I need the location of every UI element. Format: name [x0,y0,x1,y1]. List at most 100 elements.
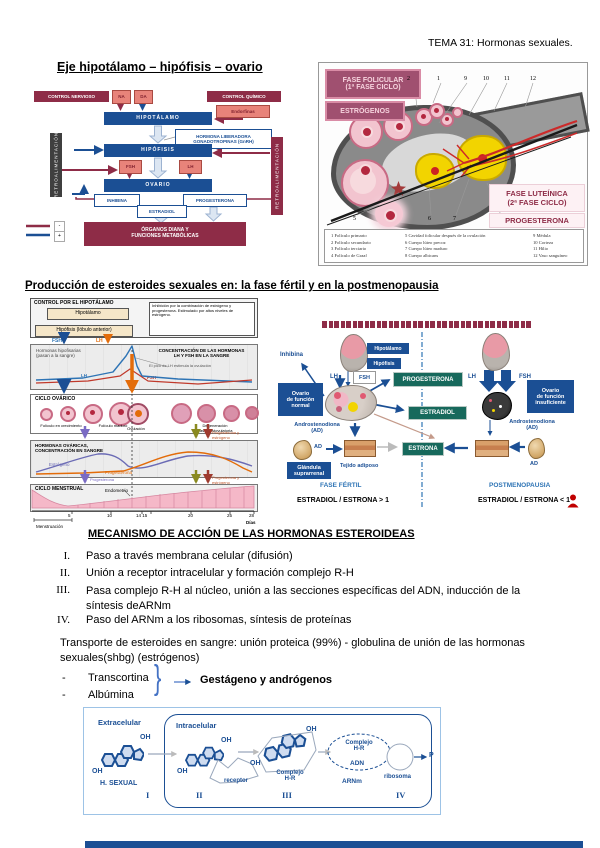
adrenal-gland-left [293,440,312,460]
glandula-suprarrenal-box: Glándula suprarrenal [287,462,331,479]
bullet-dash: - [62,672,66,684]
retroalimentacion-right: RETROALIMENTACIÓN [271,137,283,215]
comparison-figure: Inhibina Hipotálamo Hipófisis LH FSH PRO… [256,316,588,514]
progesterona-green-box: PROGESTERONA [393,372,463,387]
fsh-box-comp: FSH [353,371,376,384]
roman-numeral: III. [56,584,70,596]
step-arrow [238,749,260,755]
axis-flowchart: CONTROL NERVIOSO NA DA CONTROL QUÍMICO E… [20,86,300,260]
transport-paragraph-line1: Transporte de esteroides en sangre: unió… [60,637,525,649]
inhibition-note: Inhibición por la combinación de estróge… [149,302,255,336]
section-title-mecanismo: MECANISMO DE ACCIÓN DE LAS HORMONAS ESTE… [88,528,415,540]
fsh-arrow-label: FSH [52,338,62,344]
complejo-hr-nucleus: Complejo H-R [345,740,373,752]
ovary-num: 12 [530,76,536,82]
ovulated-follicle [375,201,403,227]
ciclo-menstrual-band: CICLO MENSTRUAL Endometrio [30,484,258,512]
brace-glyph: } [153,659,162,697]
section-title-produccion: Producción de esteroides sexuales en: la… [25,280,439,292]
degeneracion-label: Degeneración Fase postovulatoria [197,423,233,433]
mechanism-item: Pasa complejo R-H al núcleo, unión a las… [86,585,521,612]
adipose-tissue-left [344,440,376,457]
intracellular-compartment [164,714,432,808]
ovary-num: 10 [483,76,489,82]
hipofisis-box-comp: Hipófisis [367,358,401,369]
da-box: DA [134,90,153,104]
transport-paragraph-line2: sexuales(shbg) (estrógenos) [60,652,200,664]
progesterona-label-box: PROGESTERONA [489,213,585,228]
androstenodiona-left: Androstenodiona (AD) [294,422,340,434]
step-arrow [318,749,332,755]
control-hipotalamo-box: CONTROL POR EL HIPOTÁLAMO Hipotálamo Hip… [30,298,258,338]
organos-line1: ÓRGANOS DIANA Y [141,227,189,234]
bullet-albumina: Albúmina [88,689,134,701]
steroid-molecule-icon [184,746,224,767]
steroid-molecule-icon [100,745,144,767]
follicle-primordial [452,107,463,118]
ovary-num: 6 [428,216,431,222]
ovary-num: 9 [464,76,467,82]
organos-diana-box: ÓRGANOS DIANA Y FUNCIONES METABÓLICAS [84,222,246,246]
section-title-eje: Eje hipotálamo – hipófisis – ovario [57,60,263,74]
endorfinas-box: Endorfinas [216,105,270,118]
estrona-green-box: ESTRONA [402,442,444,456]
complejo-hr-label: Complejo H-R [276,770,304,782]
ovary-figure: FASE FOLICULAR (1ª FASE CICLO) ESTRÓGENO… [318,62,590,266]
roman-numeral: IV. [57,614,70,626]
receptor-shape [209,757,259,784]
ovary-legend: 1 Folículo primario 2 Folículo secundari… [324,229,584,263]
lh-fsh-chart: Hormonas hipofisarias (pasan a la sangre… [30,344,258,390]
conc-title: CONCENTRACIÓN DE LAS HORMONAS LH Y FSH E… [158,348,245,359]
lh-arrow-label: LH [96,338,103,344]
ovary-num: 5 [353,216,356,222]
hypothalamus-illustration-left [340,334,368,372]
legend-col1: 1 Folículo primario 2 Folículo secundari… [331,233,371,258]
ovary-num: 2 [407,76,410,82]
fase-luteinica-box: FASE LUTEÍNICA (2ª FASE CICLO) [489,184,585,212]
legend-col3: 9 Médula 10 Corteza 11 Hilio 12 Vaso san… [533,233,568,258]
hipotalamo-box: HIPOTÁLAMO [104,112,212,125]
lh-box: LH [179,160,202,174]
illegible-title [322,321,532,328]
next-figure-edge [85,841,583,848]
retroalimentacion-left: RETROALIMENTACIÓN [50,132,62,198]
estrogenos-box: ESTRÓGENOS [325,101,405,121]
mechanism-item: Unión a receptor intracelular y formació… [86,567,354,579]
estradiol-green-box: ESTRADIOL [408,406,467,420]
ovario-normal-box: Ovario de función normal [278,383,323,416]
legend-plus-box: + [54,231,65,242]
bullet-dash: - [62,689,66,701]
mechanism-item: Paso a través membrana celular (difusión… [86,550,293,562]
adrenal-gland-right [528,438,545,459]
organos-line2: FUNCIONES METABÓLICAS [131,233,199,239]
page-title: TEMA 31: Hormonas sexuales. [428,37,573,49]
corpus-luteum-mature [457,135,507,181]
hipotalamo-box-comp: Hipotálamo [367,343,409,354]
ovary-num: 1 [437,76,440,82]
hipofisis-box: HIPÓFISIS [104,144,212,157]
hormonas-ovaricas-band: HORMONAS OVÁRICAS, CONCENTRACIÓN EN SANG… [30,440,258,478]
brace-label: Gestágeno y andrógenos [200,674,333,686]
horm-ovaricas-title: HORMONAS OVÁRICAS, CONCENTRACIÓN EN SANG… [35,443,104,454]
ovary-num: 11 [504,76,510,82]
ovary-num: 7 [453,216,456,222]
step-arrow [148,751,178,757]
cell-diagram: Extracelular Intracelular OH OH H. SEXUA… [83,707,441,815]
hypothalamus-illustration-right [482,333,510,371]
corpus-luteum-early [415,153,455,189]
brace-arrow [174,679,192,685]
mechanism-item: Paso del ARNm a los ribosomas, síntesis … [86,614,352,626]
cycle-figure: CONTROL POR EL HIPOTÁLAMO Hipotálamo Hip… [28,296,259,532]
control-quimico-box: CONTROL QUÍMICO [207,91,281,102]
ciclo-ovarico-band: CICLO OVÁRICO Folículo en crecimiento Fo… [30,394,259,434]
ovario-insuficiente-box: Ovario de función insuficiente [527,380,574,413]
ovario-box: OVARIO [104,179,212,192]
pico-note: El pico de LH estimula la ovulación [149,363,212,368]
steroid-molecule-icon [263,733,307,762]
adipose-tissue-right [475,440,509,457]
inhibina-box: INHIBINA [94,194,140,207]
ovary-illustration-insufficient [482,392,512,420]
fase-folicular-box: FASE FOLICULAR (1ª FASE CICLO) [325,69,421,99]
legend-col2: 5 Cavidad folicular después de la ovulac… [405,233,486,258]
